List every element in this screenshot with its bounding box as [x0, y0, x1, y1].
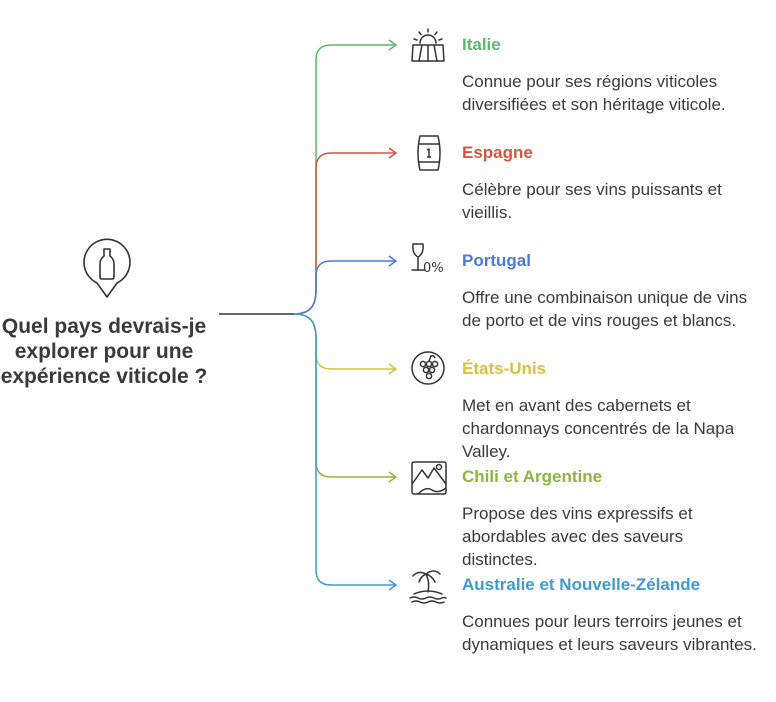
- connector-australie-nz: [293, 313, 396, 586]
- root-question: Quel pays devrais-je explorer pour une e…: [0, 315, 208, 388]
- branch-desc-australie-nz: Connues pour leurs terroirs jeunes et dy…: [462, 612, 757, 654]
- arrowhead-etats-unis: [388, 363, 398, 375]
- mountain-landscape-icon: [411, 461, 447, 495]
- branch-desc-portugal: Offre une combinaison unique de vins de …: [462, 288, 748, 330]
- arrowhead-espagne: [388, 147, 398, 159]
- grape-cluster-icon: [411, 351, 445, 385]
- arrowhead-portugal: [388, 255, 398, 267]
- branch-title-chili-argentine: Chili et Argentine: [462, 467, 603, 486]
- branch-desc-espagne: Célèbre pour ses vins puissants et vieil…: [462, 180, 722, 222]
- wine-barrel-icon: [417, 135, 441, 171]
- arrowhead-australie-nz: [388, 579, 398, 591]
- vineyard-sunrise-icon: [411, 28, 445, 62]
- connector-etats-unis: [293, 313, 396, 370]
- palm-island-icon: [409, 570, 447, 604]
- branch-title-espagne: Espagne: [462, 143, 533, 162]
- branch-desc-etats-unis: Met en avant des cabernets et chardonnay…: [462, 396, 735, 461]
- connector-espagne: [293, 152, 396, 315]
- wine-glass-percent-icon: 0%: [411, 243, 444, 276]
- branch-desc-italie: Connue pour ses régions viticoles divers…: [462, 72, 726, 114]
- branch-title-australie-nz: Australie et Nouvelle-Zélande: [462, 575, 701, 594]
- connector-italie: [293, 44, 396, 315]
- branch-desc-chili-argentine: Propose des vins expressifs et abordable…: [462, 504, 693, 569]
- svg-text:0%: 0%: [423, 261, 444, 276]
- arrowhead-italie: [388, 39, 398, 51]
- branch-title-portugal: Portugal: [462, 251, 531, 270]
- branch-title-italie: Italie: [462, 35, 501, 54]
- wine-bottle-pin-icon: [83, 238, 131, 298]
- connector-portugal: [293, 260, 396, 315]
- connector-lines: [293, 44, 396, 586]
- arrowheads: [388, 39, 398, 591]
- branch-title-etats-unis: États-Unis: [462, 359, 547, 378]
- connector-chili-argentine: [293, 313, 396, 478]
- arrowhead-chili-argentine: [388, 471, 398, 483]
